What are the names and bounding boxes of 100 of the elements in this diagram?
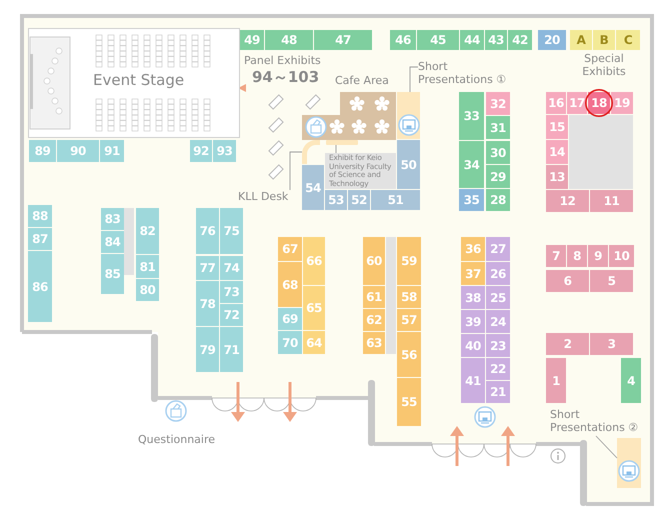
booth-number: 24 <box>486 310 510 333</box>
booth-number: 87 <box>28 228 52 250</box>
booth-number: 30 <box>486 141 510 164</box>
booth-number: 85 <box>101 254 124 294</box>
booth-number: 60 <box>363 237 385 285</box>
booth-number: 52 <box>348 190 370 210</box>
booth-number: 25 <box>486 286 510 309</box>
booth-number: 39 <box>461 310 485 333</box>
booth-number: 32 <box>486 92 510 115</box>
booth-number: 49 <box>240 30 264 50</box>
booth-number: 50 <box>397 140 420 189</box>
booth-number: 51 <box>371 190 420 210</box>
booth-number: 67 <box>278 237 302 261</box>
booth-number: 62 <box>363 309 385 331</box>
booth-number: 41 <box>461 358 485 403</box>
leader-line <box>410 66 418 92</box>
booth-number: 82 <box>136 208 159 254</box>
booth-number: 43 <box>485 30 507 50</box>
booth-number: 29 <box>486 165 510 188</box>
booth-number: 58 <box>397 286 421 308</box>
booth-number: 4 <box>621 358 641 403</box>
booth-number: 57 <box>397 309 421 331</box>
booth-number: B <box>593 30 615 50</box>
booth-number: 56 <box>397 332 421 377</box>
booth-number: 71 <box>220 327 243 372</box>
booth-number: 14 <box>546 140 568 164</box>
area-title: Event Stage <box>93 71 184 89</box>
desk-marker <box>326 140 358 145</box>
booth-number: 65 <box>303 286 325 330</box>
booth-number: 81 <box>136 255 159 278</box>
booth-number: 9 <box>588 245 608 267</box>
booth-number: C <box>616 30 640 50</box>
exhibit-floor-area <box>569 115 633 189</box>
booth-number: 45 <box>417 30 459 50</box>
booth-number: 13 <box>546 165 568 189</box>
area-label: Short Presentations ② <box>550 408 642 436</box>
booth-number: 42 <box>508 30 532 50</box>
booth-number: 63 <box>363 332 385 354</box>
leader-line <box>596 436 618 458</box>
booth-number: 92 <box>190 140 212 162</box>
booth-number: 83 <box>101 208 124 230</box>
booth-number: 84 <box>101 231 124 253</box>
booth-number: 8 <box>567 245 587 267</box>
booth-number: 26 <box>486 262 510 285</box>
booth-number: 44 <box>460 30 484 50</box>
booth-number: 15 <box>546 115 568 139</box>
booth-number: 27 <box>486 237 510 261</box>
booth-number: 61 <box>363 286 385 308</box>
booth-number: 36 <box>461 237 485 261</box>
booth-number: 70 <box>278 331 302 354</box>
booth-number: 90 <box>57 140 99 162</box>
booth-number: 35 <box>459 189 484 211</box>
area-label: KLL Desk <box>238 190 298 206</box>
booth-number: 34 <box>459 141 484 188</box>
area-label: Cafe Area <box>335 74 390 87</box>
booth-number: 16 <box>546 92 566 114</box>
booth-number: 7 <box>546 245 566 267</box>
booth-number: 10 <box>609 245 634 267</box>
booth-number: 53 <box>325 190 347 210</box>
booth-number: 12 <box>546 190 589 212</box>
booth-number: 86 <box>28 251 52 322</box>
booth-number: 78 <box>196 281 219 326</box>
booth-number: 79 <box>196 327 219 372</box>
booth-number: 28 <box>486 189 510 211</box>
booth-number: 18 <box>588 92 610 114</box>
booth-number: 1 <box>546 358 566 403</box>
booth-number: 74 <box>220 256 243 280</box>
booth-number: 69 <box>278 308 302 330</box>
booth-number: 6 <box>546 270 589 292</box>
booth-number: 20 <box>538 30 566 50</box>
booth-number: 46 <box>390 30 416 50</box>
booth-number: 88 <box>28 205 52 227</box>
booth-number: 47 <box>314 30 372 50</box>
exhibit-range: 94～103 <box>252 68 320 86</box>
booth-number: 91 <box>100 140 124 162</box>
booth-number: 77 <box>196 256 219 280</box>
booth-number: 22 <box>486 358 510 380</box>
booth-number: 31 <box>486 116 510 139</box>
booth-number: 64 <box>303 331 325 354</box>
booth-number: 23 <box>486 334 510 357</box>
booth-number: 2 <box>546 333 589 355</box>
booth-number: 5 <box>590 270 633 292</box>
booth-number: 33 <box>459 92 484 140</box>
area-label: Special Exhibits <box>581 52 627 78</box>
booth-number: 66 <box>303 237 325 285</box>
booth-number: 37 <box>461 262 485 285</box>
booth-number: 89 <box>29 140 56 162</box>
booth-number: 76 <box>196 208 219 254</box>
booth-number: 17 <box>567 92 587 114</box>
booth-number: 40 <box>461 334 485 357</box>
booth-number: 93 <box>213 140 236 162</box>
booth-number: 38 <box>461 286 485 309</box>
booth-number: 54 <box>302 165 324 210</box>
booth-number: 3 <box>590 333 633 355</box>
area-label: Panel Exhibits <box>244 54 322 67</box>
booth-number: 11 <box>590 190 633 212</box>
booth-number: 19 <box>611 92 633 114</box>
area-label: Short Presentations ① <box>418 60 508 88</box>
booth-number: 75 <box>220 208 243 254</box>
area-label: Questionnaire <box>138 433 216 446</box>
